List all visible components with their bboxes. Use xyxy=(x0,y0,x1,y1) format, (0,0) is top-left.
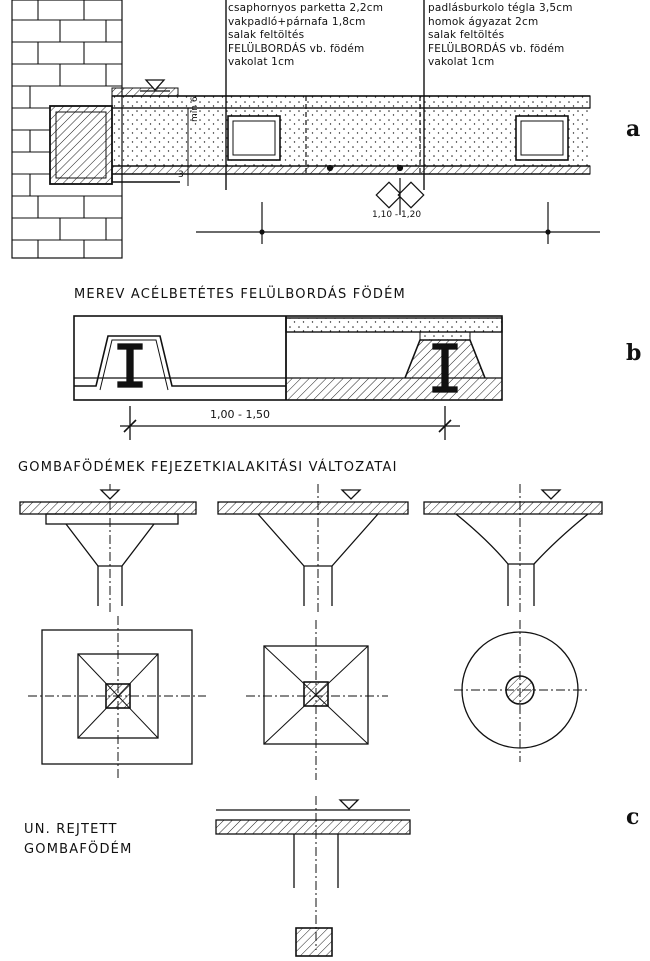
panel-label-c: c xyxy=(626,804,640,830)
hidden-slab-title-1: UN. REJTETT xyxy=(24,822,118,837)
ring-beam xyxy=(49,105,113,185)
layer-left-5: vakolat 1cm xyxy=(228,56,295,68)
layer-left-1: csaphornyos parketta 2,2cm xyxy=(228,2,384,14)
hollow-block-2 xyxy=(515,115,569,161)
rib-symbol xyxy=(375,178,425,215)
layer-list-left: csaphornyos parketta 2,2cm vakpadló+párn… xyxy=(228,2,383,70)
layer-left-2: vakpadló+párnafa 1,8cm xyxy=(228,15,366,28)
dim-3: 3 xyxy=(178,170,184,180)
title-section-b: MEREV ACÉLBETÉTES FELÜLBORDÁS FÖDÉM xyxy=(74,287,406,302)
hollow-block-1 xyxy=(227,115,281,161)
hidden-slab-title-2: GOMBAFÖDÉM xyxy=(24,842,133,857)
capital-variant-3 xyxy=(423,484,603,762)
steel-i-beam-right xyxy=(432,343,458,393)
layer-right-3: salak feltöltés xyxy=(428,29,505,41)
panel-label-b: b xyxy=(626,340,642,366)
section-b-steel-rib-slab xyxy=(73,315,503,440)
hidden-mushroom-slab xyxy=(215,796,411,957)
steel-i-beam-left xyxy=(117,343,143,388)
section-a-floor-detail xyxy=(11,0,600,259)
capital-variant-1 xyxy=(19,484,206,780)
layer-right-1: padlásburkolo tégla 3,5cm xyxy=(428,2,573,14)
layer-right-4: FELÜLBORDÁS vb. födém xyxy=(428,42,565,55)
slab-a xyxy=(111,95,591,109)
dim-rib-spacing-a: 1,10 - 1,20 xyxy=(372,210,422,220)
layer-right-5: vakolat 1cm xyxy=(428,56,495,68)
dim-rib-spacing-b: 1,00 - 1,50 xyxy=(210,408,270,421)
layer-left-3: salak feltöltés xyxy=(228,29,305,41)
hidden-slab-title: UN. REJTETT GOMBAFÖDÉM xyxy=(24,820,132,860)
layer-left-4: FELÜLBORDÁS vb. födém xyxy=(228,42,365,55)
section-c-mushroom-slabs xyxy=(19,484,603,957)
layer-list-right: padlásburkolo tégla 3,5cm homok ágyazat … xyxy=(428,2,573,70)
title-section-c: GOMBAFÖDÉMEK FEJEZETKIALAKITÁSI VÁLTOZAT… xyxy=(18,460,398,475)
dim-min-6: min 6 xyxy=(190,96,200,122)
rib-a xyxy=(305,96,421,174)
layer-right-2: homok ágyazat 2cm xyxy=(428,15,539,28)
capital-variant-2 xyxy=(217,484,409,780)
panel-label-a: a xyxy=(626,116,641,142)
